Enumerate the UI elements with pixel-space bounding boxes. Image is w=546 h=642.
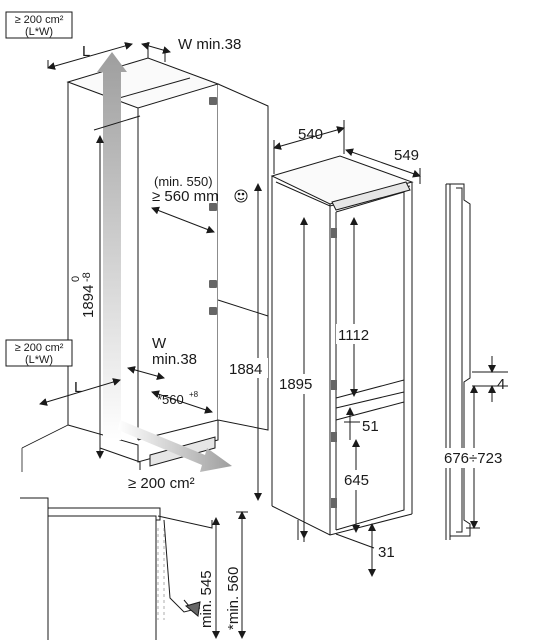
vent-floor-text: ≥ 200 cm² — [128, 475, 195, 492]
dim-1112-bg — [336, 324, 382, 344]
dim-w-top — [141, 42, 171, 62]
dim-w-min-top-text: W min.38 — [178, 36, 241, 53]
dim-31-text: 31 — [378, 544, 395, 561]
dim-min-560-text: *min. 560 — [225, 567, 242, 630]
dim-560mm-text: ≥ 560 mm — [152, 188, 219, 205]
dim-min-545-text: min. 545 — [198, 570, 215, 628]
dim-gap-51 — [344, 407, 360, 440]
dim-w-bottom — [127, 366, 165, 380]
dim-560-text: *560 — [157, 392, 184, 407]
dim-676-723-text: 676÷723 — [444, 450, 502, 467]
vent-bottom-label-1: ≥ 200 cm² — [15, 342, 64, 354]
dim-min-550-text: (min. 550) — [154, 174, 213, 189]
dim-min-560 — [236, 511, 248, 639]
dim-1884-text: 1884 — [229, 361, 262, 378]
dim-1895-bg — [277, 374, 321, 394]
vent-top-label-1: ≥ 200 cm² — [15, 14, 64, 26]
dim-676-bg — [443, 448, 513, 468]
hinge-icon — [331, 432, 337, 442]
hinge-icon — [331, 228, 337, 238]
hinge-icon — [331, 380, 337, 390]
hinge-icon — [331, 498, 337, 508]
dim-L-top-text: L — [82, 43, 90, 60]
cabinet-niche — [21, 57, 269, 472]
vent-bottom-label-2: (L*W) — [25, 354, 53, 366]
airflow-floor-arrow — [118, 420, 232, 472]
dim-1894-text: 1894 — [80, 285, 97, 318]
dim-645-text: 645 — [344, 472, 369, 489]
dim-1895-text: 1895 — [279, 376, 312, 393]
door-profile — [445, 183, 508, 540]
side-section — [20, 497, 213, 640]
section-hatch — [157, 528, 165, 620]
dim-1894-tol-top: 0 — [70, 276, 82, 282]
dim-width-540 — [273, 120, 345, 174]
vent-top-box: ≥ 200 cm² (L*W) — [5, 11, 73, 39]
dim-depth-L-top — [47, 42, 133, 70]
dim-depth-549 — [345, 148, 421, 184]
dim-645-bg — [342, 470, 378, 490]
airflow-up-arrow — [97, 52, 127, 440]
dim-4-text: 4 — [497, 376, 505, 393]
dim-w-bottom-text: W — [152, 335, 167, 352]
dim-depth-560 — [151, 390, 213, 414]
vent-top-label-2: (L*W) — [25, 26, 53, 38]
vent-bottom-box: ≥ 200 cm² (L*W) — [5, 339, 73, 367]
dim-gap-31 — [335, 523, 376, 577]
dim-depth-L-bottom — [39, 378, 121, 406]
dim-51-text: 51 — [362, 418, 379, 435]
dim-1894-tol-bot: -8 — [81, 272, 93, 282]
appliance-body — [270, 155, 414, 542]
dim-L-bottom-text: L — [74, 379, 82, 396]
dim-1112-text: 1112 — [338, 327, 369, 344]
dim-540-text: 540 — [298, 126, 323, 143]
dim-560-tol: +8 — [189, 390, 199, 399]
hinge-icon — [209, 97, 217, 315]
dim-min38-bottom-text: min.38 — [152, 351, 197, 368]
smiley-icon — [234, 189, 248, 203]
dim-549-text: 549 — [394, 147, 419, 164]
dim-1884-bg — [228, 358, 268, 378]
dim-560-diagonal — [151, 206, 215, 234]
